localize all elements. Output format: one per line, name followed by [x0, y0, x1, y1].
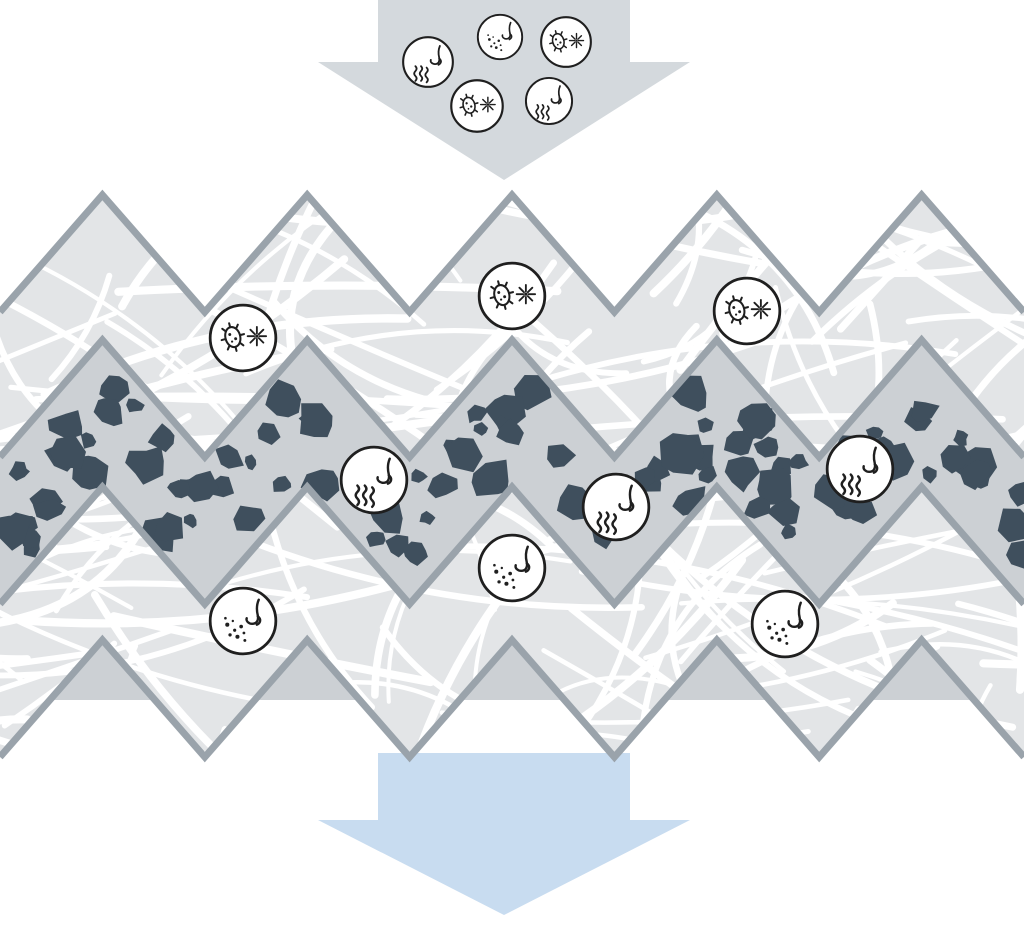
dust-icon [477, 533, 547, 603]
inflow-arrow [318, 0, 690, 180]
dust-icon [208, 586, 278, 656]
inner-fiber-layer-top-border [0, 481, 1024, 610]
microbe-icon [540, 16, 592, 68]
odor-icon [825, 434, 895, 504]
microbe-icon [712, 276, 782, 346]
activated-carbon-layer-top-border [0, 334, 1024, 463]
inner-fiber-layer-body [0, 487, 1024, 757]
dust-icon [750, 589, 820, 659]
odor-icon [581, 472, 651, 542]
microbe-icon [477, 261, 547, 331]
inner-fiber-layer-bottom-border [0, 634, 1024, 763]
microbe-icon [208, 303, 278, 373]
outflow-arrow-shape [318, 753, 690, 915]
dust-icon [476, 13, 524, 61]
microbe-icon [450, 79, 504, 133]
outer-fiber-layer-top-border [0, 189, 1024, 318]
outflow-arrow [318, 753, 690, 915]
odor-icon [402, 36, 454, 88]
odor-icon [339, 445, 409, 515]
odor-icon [524, 76, 574, 126]
